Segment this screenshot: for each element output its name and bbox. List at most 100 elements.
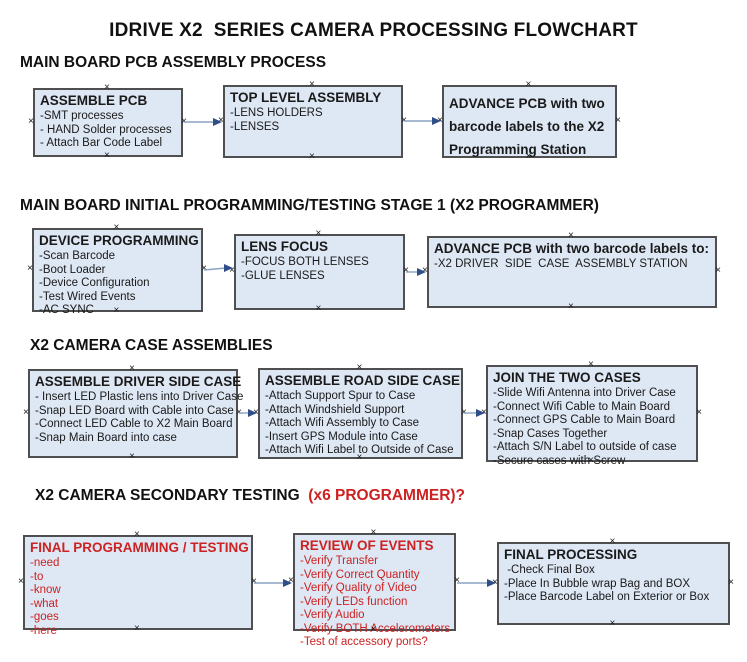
box-item: - Insert LED Plastic lens into Driver Ca…: [35, 391, 244, 403]
box-title: ASSEMBLE PCB: [40, 93, 148, 108]
flow-arrow-line: [203, 267, 227, 271]
box-title: ADVANCE PCB with two barcode labels to:: [434, 241, 710, 256]
section-header-text: X2 CAMERA CASE ASSEMBLIES: [30, 337, 273, 354]
box-item: -X2 DRIVER SIDE CASE ASSEMBLY STATION: [434, 258, 688, 270]
box-title: DEVICE PROGRAMMING: [39, 233, 199, 248]
flow-box-assemble-driver-side-case: ASSEMBLE DRIVER SIDE CASE - Insert LED Pl…: [23, 364, 244, 462]
section-header-text: MAIN BOARD PCB ASSEMBLY PROCESS: [20, 54, 327, 71]
connector-mark-bottom: ×: [104, 150, 110, 161]
box-item: -what: [30, 597, 59, 610]
box-item: -Test Wired Events: [39, 290, 136, 303]
connector-mark-left: ×: [422, 265, 428, 276]
box-item: -Boot Loader: [39, 263, 106, 276]
box-item: -Snap Main Board into case: [35, 431, 177, 444]
connector-mark-left: ×: [481, 406, 487, 418]
box-item: -Attach Support Spur to Case: [265, 390, 416, 402]
section-header-2: MAIN BOARD INITIAL PROGRAMMING/TESTING S…: [20, 197, 599, 215]
box-item: -Connect LED Cable to X2 Main Board: [35, 418, 233, 430]
box-item: -Connect GPS Cable to Main Board: [493, 414, 676, 426]
box-item: -know: [30, 584, 61, 596]
box-item: -Attach Wifi Assembly to Case: [265, 417, 420, 429]
flow-arrowhead-icon: [432, 117, 441, 125]
page-title: IDRIVE X2 SERIES CAMERA PROCESSING FLOWC…: [109, 20, 638, 41]
flow-box-join-the-two-cases: JOIN THE TWO CASES -Slide Wifi Antenna in…: [481, 360, 702, 467]
box-item: -need: [30, 557, 60, 569]
section-header-3: X2 CAMERA CASE ASSEMBLIES: [30, 337, 273, 355]
flow-arrowhead-icon: [487, 579, 496, 587]
flow-box-advance-pcb-to-driver-side-station: ADVANCE PCB with two barcode labels to: -…: [422, 231, 721, 312]
connector-mark-top: ×: [588, 359, 594, 370]
connector-mark-left: ×: [229, 265, 235, 276]
flow-arrowhead-icon: [248, 409, 257, 417]
box-item: -Place In Bubble wrap Bag and BOX: [504, 577, 691, 590]
connector-mark-top: ×: [568, 230, 574, 241]
connector-mark-bottom: ×: [315, 303, 322, 314]
section-header-text: X2 CAMERA SECONDARY TESTING: [35, 487, 309, 504]
box-item: -Insert GPS Module into Case: [265, 430, 418, 443]
box-title: ASSEMBLE DRIVER SIDE CASE: [35, 374, 242, 389]
flow-arrowhead-icon: [417, 268, 426, 276]
box-title: ADVANCE PCB with two barcode labels to t…: [449, 96, 605, 157]
section-header-4: X2 CAMERA SECONDARY TESTING (x6 PROGRAMM…: [35, 487, 465, 505]
box-item: -Attach Windshield Support: [265, 403, 405, 416]
connector-mark-right: ×: [251, 575, 257, 587]
flow-box-assemble-road-side-case: ASSEMBLE ROAD SIDE CASE-Attach Support S…: [253, 363, 467, 463]
connector-mark-right: ×: [728, 576, 734, 588]
box-item: -Snap Cases Together: [493, 427, 608, 440]
box-title: TOP LEVEL ASSEMBLY: [230, 90, 382, 105]
box-item: -Device Configuration: [39, 277, 150, 289]
flow-box-assemble-pcb: ASSEMBLE PCB-SMT processes- HAND Solder …: [28, 83, 187, 161]
connector-mark-right: ×: [615, 114, 621, 126]
box-item: -goes: [30, 611, 59, 623]
connector-mark-right: ×: [454, 575, 460, 586]
connector-mark-left: ×: [288, 575, 294, 586]
section-header-text: MAIN BOARD INITIAL PROGRAMMING/TESTING S…: [20, 197, 599, 214]
box-item: -AC SYNC: [39, 304, 94, 316]
box-title: REVIEW OF EVENTS: [300, 538, 434, 553]
box-item: -Verify BOTH Accelerometers: [300, 622, 451, 635]
connector-mark-top: ×: [525, 79, 532, 90]
connector-mark-top: ×: [609, 536, 616, 547]
box-item: -Verify Audio: [300, 609, 365, 621]
box-item: -Verify Correct Quantity: [300, 568, 420, 581]
flow-box-review-of-events: REVIEW OF EVENTS-Verify Transfer-Verify …: [288, 528, 460, 649]
flow-arrowhead-icon: [476, 409, 485, 417]
box-item: -Test of accessory ports?: [300, 636, 428, 648]
box-item: -Check Final Box: [504, 564, 595, 576]
connector-mark-right: ×: [403, 265, 409, 276]
flow-box-lens-focus: LENS FOCUS-FOCUS BOTH LENSES-GLUE LENSES…: [229, 229, 409, 314]
connector-mark-right: ×: [401, 114, 407, 126]
connector-mark-top: ×: [134, 529, 140, 540]
connector-mark-right: ×: [181, 115, 187, 127]
box-title: FINAL PROCESSING: [504, 547, 638, 562]
box-item: -LENS HOLDERS: [230, 107, 323, 119]
section-header-red-text: (x6 PROGRAMMER)?: [308, 487, 466, 504]
flow-arrowhead-icon: [283, 579, 292, 587]
box-item: -Secure cases with Screw: [493, 454, 626, 467]
box-item: -Attach Wifi Label to Outside of Case: [265, 444, 454, 456]
connector-mark-top: ×: [113, 222, 120, 233]
box-title: LENS FOCUS: [241, 239, 329, 254]
connector-mark-right: ×: [236, 406, 242, 418]
connector-mark-bottom: ×: [309, 151, 315, 162]
box-title: JOIN THE TWO CASES: [493, 370, 641, 385]
box-item: -Slide Wifi Antenna into Driver Case: [493, 387, 676, 399]
box-item: -Verify Transfer: [300, 555, 378, 567]
connector-mark-bottom: ×: [568, 301, 574, 312]
connector-mark-right: ×: [715, 265, 721, 276]
box-item: - HAND Solder processes: [40, 123, 172, 136]
box-item: -here: [30, 624, 57, 637]
box-item: -Attach S/N Label to outside of case: [493, 441, 677, 453]
connector-mark-top: ×: [315, 228, 322, 239]
box-item: -Scan Barcode: [39, 250, 116, 262]
flow-box-device-programming: DEVICE PROGRAMMING -Scan Barcode-Boot Loa…: [27, 223, 207, 317]
connector-mark-right: ×: [696, 406, 702, 418]
flow-box-top-level-assembly: TOP LEVEL ASSEMBLY -LENS HOLDERS-LENSES × ×…: [218, 80, 407, 162]
section-header-1: MAIN BOARD PCB ASSEMBLY PROCESS: [20, 54, 326, 72]
connector-mark-left: ×: [218, 114, 224, 126]
box-item: -LENSES: [230, 120, 280, 133]
box-item: -Verify Quality of Video: [300, 582, 417, 594]
connector-mark-top: ×: [129, 363, 135, 374]
connector-mark-left: ×: [492, 576, 498, 588]
